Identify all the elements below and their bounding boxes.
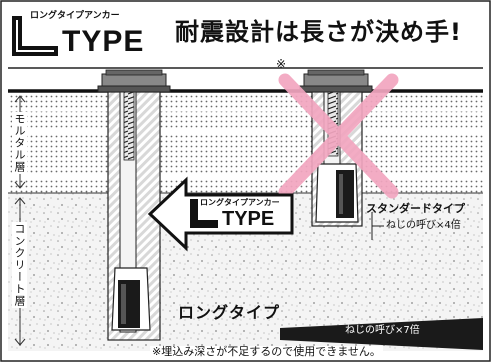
mortar-layer xyxy=(8,93,483,193)
header-brand-type: TYPE xyxy=(62,25,145,58)
footer-note: ※埋込み深さが不足するので使用できません。 xyxy=(150,345,383,358)
long-anchor-nut xyxy=(97,69,171,93)
long-spec-band xyxy=(280,318,483,350)
long-type-arrow xyxy=(147,176,294,252)
mortar-courses xyxy=(8,108,483,178)
standard-spec-bracket xyxy=(371,212,384,240)
mortar-layer-label: モルタル層 xyxy=(12,112,27,174)
long-anchor xyxy=(107,91,161,341)
long-spec-label: ねじの呼び×7倍 xyxy=(345,325,420,336)
prohibited-cross-mark xyxy=(278,73,399,199)
standard-anchor-nut xyxy=(299,69,373,93)
asterisk-mark: ※ xyxy=(276,57,287,71)
type-logo-header xyxy=(12,16,58,56)
long-type-label: ロングタイプ xyxy=(178,303,281,322)
standard-type-label: スタンダードタイプ xyxy=(366,202,465,215)
concrete-layer-label: コンクリート層 xyxy=(12,222,27,308)
standard-spec-label: ねじの呼び×4倍 xyxy=(386,220,461,231)
headline: 耐震設計は長さが決め手! xyxy=(175,18,462,46)
arrow-brand-small: ロングタイプアンカー xyxy=(200,198,280,207)
header-brand-small: ロングタイプアンカー xyxy=(30,11,120,21)
arrow-brand-type: TYPE xyxy=(222,208,275,230)
